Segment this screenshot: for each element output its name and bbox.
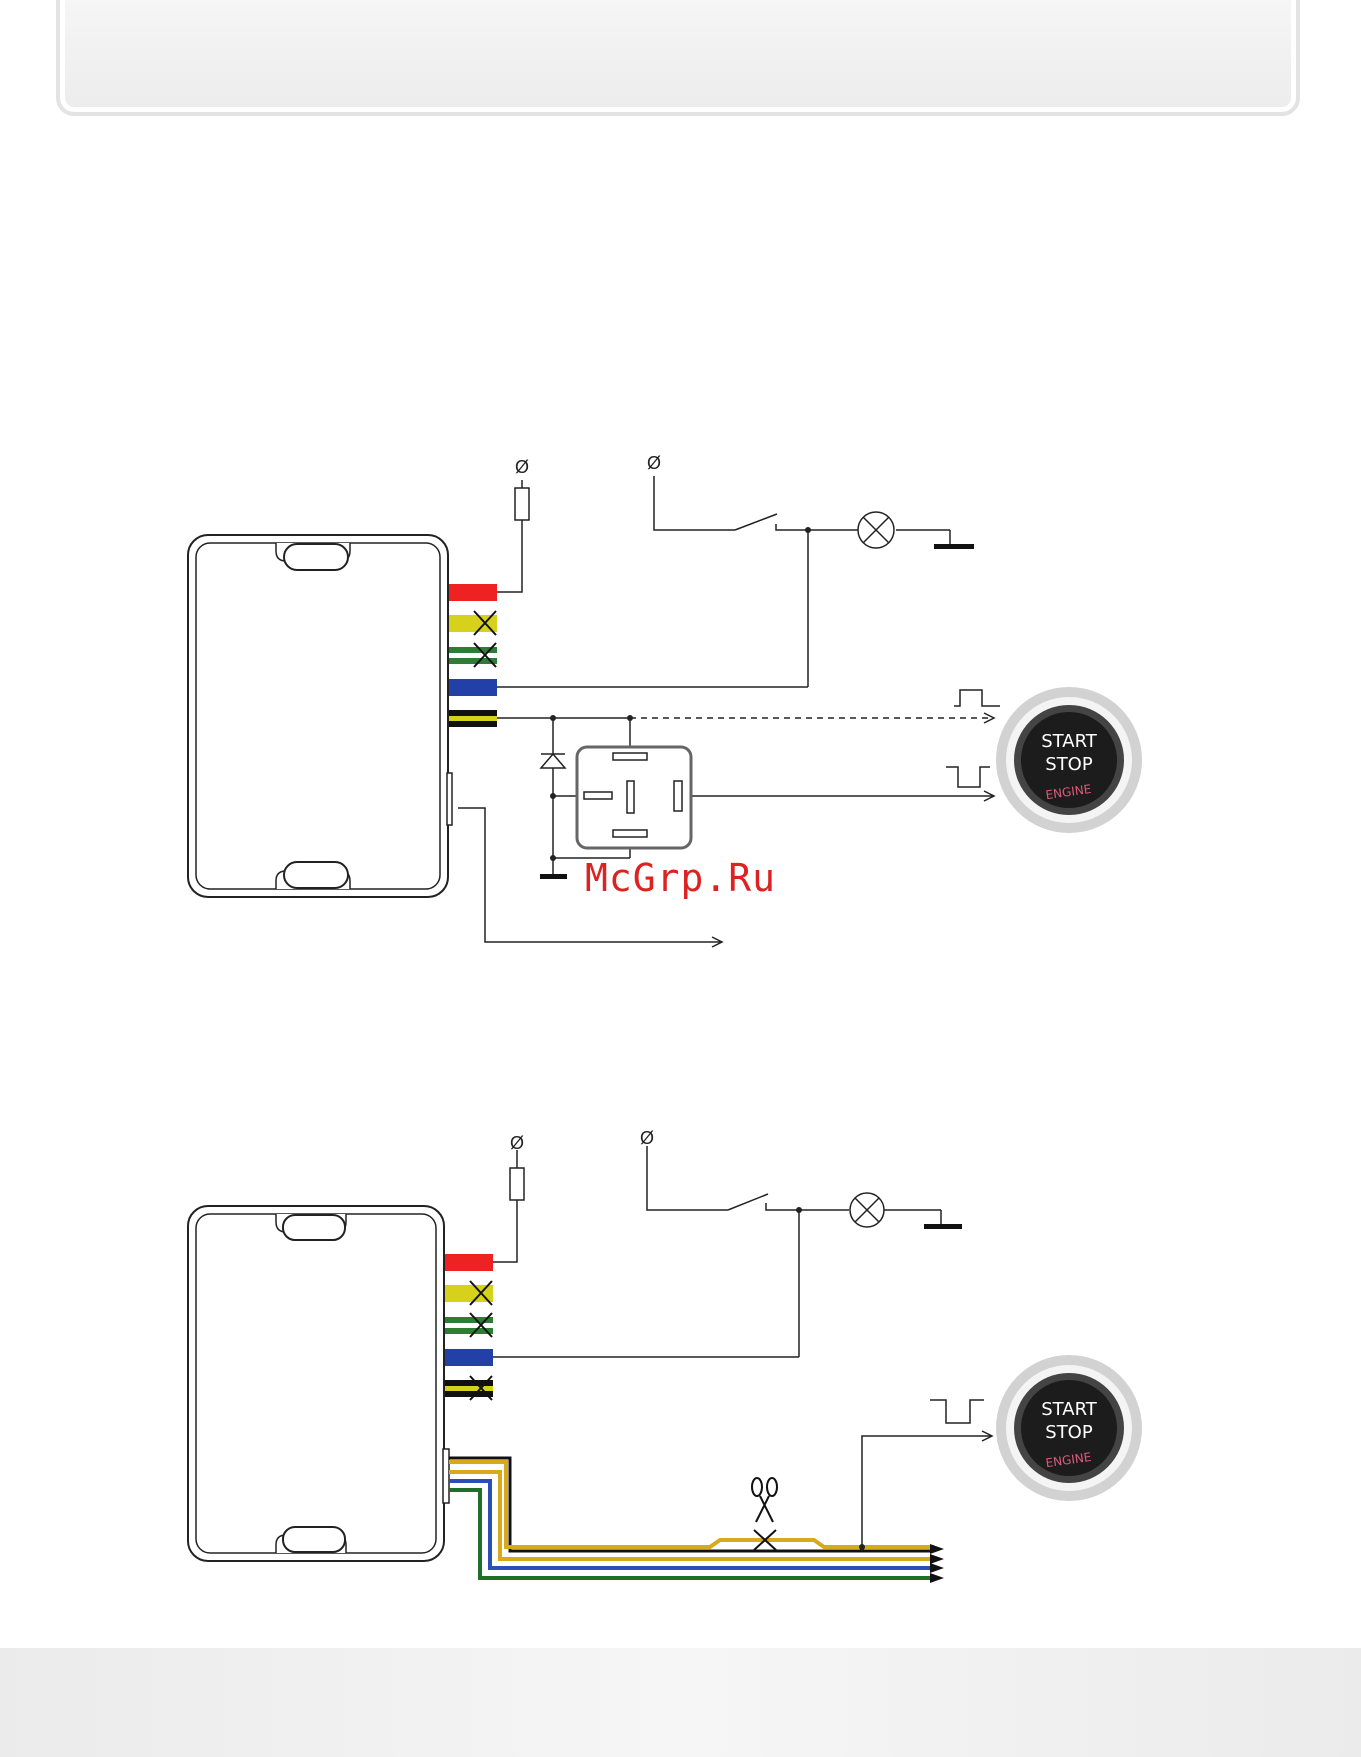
control-module <box>188 535 452 897</box>
diode-symbol <box>541 754 565 768</box>
wiring-diagram-can-bus: Ø Ø <box>0 1110 1361 1610</box>
door-switch-circuit <box>493 1146 941 1357</box>
stop-label: STOP <box>1045 1422 1093 1443</box>
stop-label: STOP <box>1045 754 1093 775</box>
terminal-symbol: Ø <box>647 453 661 473</box>
signal-tap <box>862 1431 992 1551</box>
fuse-symbol <box>497 480 529 592</box>
terminal-symbol: Ø <box>515 457 529 477</box>
ground-symbol <box>924 1224 962 1229</box>
pulse-low-icon <box>946 767 990 787</box>
start-stop-button: START STOP ENGINE <box>996 1355 1142 1501</box>
pulse-high-icon <box>954 690 1000 706</box>
relay-icon <box>577 747 691 848</box>
wire-black-yellow <box>449 710 497 727</box>
wire-blue <box>445 1349 493 1366</box>
terminal-symbol: Ø <box>640 1128 654 1148</box>
ground-symbol <box>540 874 567 879</box>
terminal-symbol: Ø <box>510 1133 524 1153</box>
start-stop-button: START STOP ENGINE <box>996 687 1142 833</box>
wire-red <box>445 1254 493 1271</box>
header-panel <box>56 0 1300 116</box>
wire-red <box>449 584 497 601</box>
watermark: McGrp.Ru <box>585 856 776 900</box>
ground-symbol <box>934 544 974 549</box>
door-switch-circuit <box>497 476 950 687</box>
pulse-low-icon <box>930 1400 984 1423</box>
footer-band <box>0 1648 1361 1757</box>
relay-circuit <box>497 713 994 874</box>
wire-blue <box>449 679 497 696</box>
start-label: START <box>1041 1399 1098 1420</box>
arrowheads <box>930 1544 944 1583</box>
control-module <box>188 1206 449 1561</box>
start-label: START <box>1041 731 1098 752</box>
fuse-symbol <box>493 1150 524 1262</box>
wiring-diagram-relay: Ø Ø <box>0 440 1361 980</box>
